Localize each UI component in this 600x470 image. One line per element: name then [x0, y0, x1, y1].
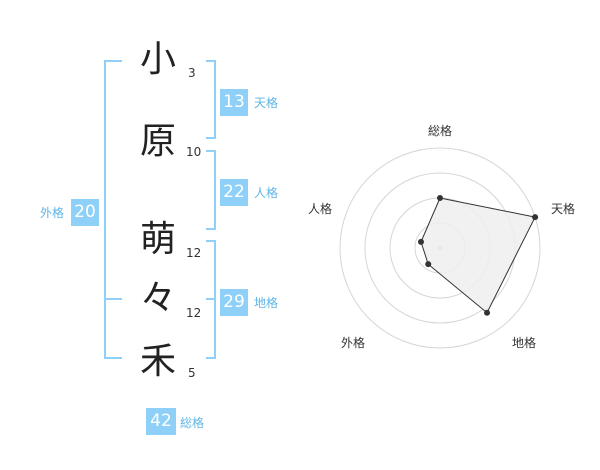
stroke-count-4: 12: [186, 306, 202, 320]
radar-point-2: [532, 214, 539, 221]
gaikaku-badge: 20: [71, 199, 99, 226]
chikaku-bracket-tick: [206, 298, 216, 300]
name-char-5: 禾: [139, 341, 176, 382]
radar-point-1: [437, 195, 443, 201]
radar-point-5: [417, 238, 424, 245]
tenkaku-bracket: [206, 60, 216, 139]
radar-label-gaikaku: 外格: [341, 336, 366, 350]
jinkaku-bracket: [206, 150, 216, 230]
radar-polygon: [420, 197, 536, 314]
radar-ring: [339, 147, 541, 349]
gaikaku-bracket-tick: [104, 298, 122, 300]
name-char-2: 原: [139, 121, 176, 162]
stroke-count-5: 5: [188, 366, 196, 380]
stroke-count-3: 12: [186, 246, 202, 260]
soukaku-badge: 42: [146, 408, 176, 435]
chikaku-label: 地格: [254, 296, 279, 310]
stroke-count-2: 10: [186, 145, 202, 159]
tenkaku-badge: 13: [220, 89, 248, 116]
name-char-1: 小: [139, 39, 176, 80]
soukaku-label: 総格: [180, 416, 205, 430]
gaikaku-label: 外格: [40, 206, 65, 220]
gaikaku-bracket: [104, 60, 122, 359]
jinkaku-badge: 22: [220, 179, 248, 206]
radar-label-tenkaku: 天格: [551, 202, 576, 216]
radar-label-chikaku: 地格: [512, 336, 537, 350]
radar-label-soukaku: 総格: [428, 124, 453, 138]
radar-label-jinkaku: 人格: [308, 202, 333, 216]
tenkaku-label: 天格: [254, 96, 279, 110]
radar-point-4: [425, 261, 432, 268]
stroke-count-1: 3: [188, 66, 196, 80]
radar-point-3: [484, 309, 491, 316]
chikaku-badge: 29: [220, 289, 248, 316]
name-char-3: 萌: [139, 219, 176, 260]
jinkaku-label: 人格: [254, 186, 279, 200]
name-char-4: 々: [139, 278, 176, 319]
